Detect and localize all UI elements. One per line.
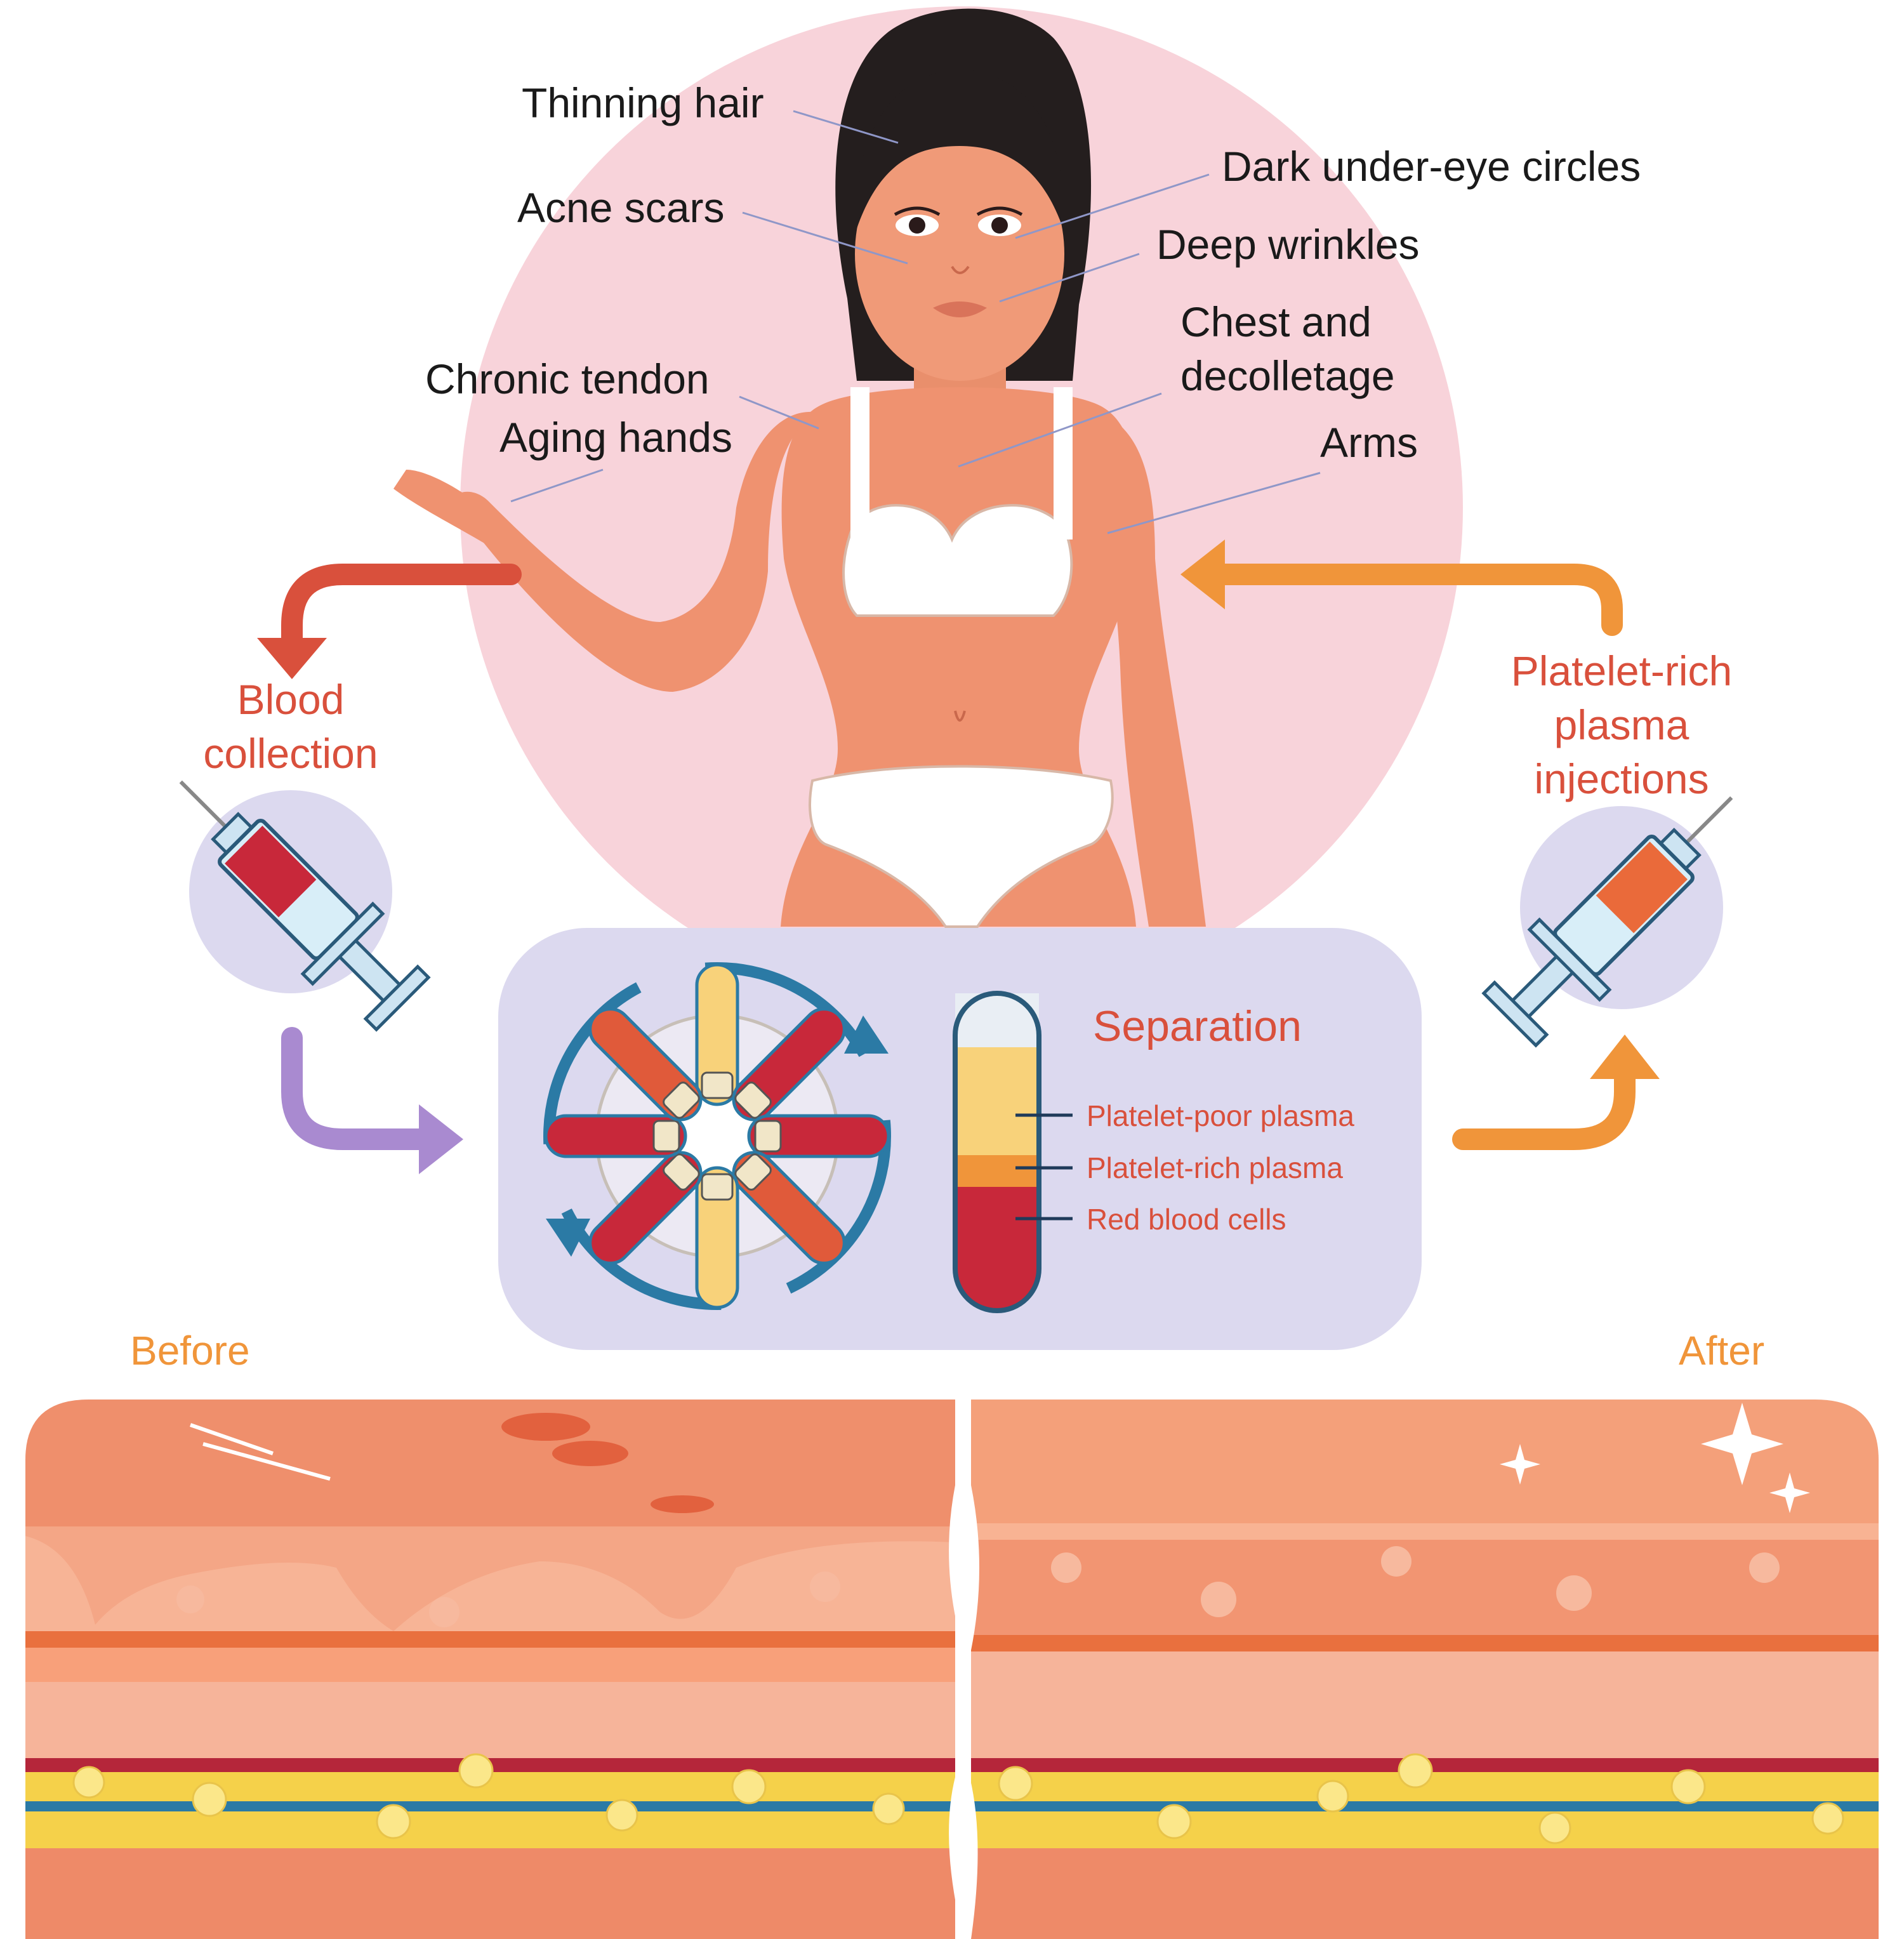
label-acne-scars: Acne scars xyxy=(517,184,724,231)
label-thinning-hair: Thinning hair xyxy=(522,79,764,126)
leader-acne-scars xyxy=(742,211,908,265)
leader-arms xyxy=(1107,472,1321,534)
label-dark-circles: Dark under-eye circles xyxy=(1222,143,1641,190)
leader-chronic-tendon xyxy=(739,395,819,430)
layer-label-ppp: Platelet-poor plasma xyxy=(1087,1099,1354,1132)
leader-dark-circles xyxy=(1015,173,1210,239)
separated-tube-icon xyxy=(953,991,1041,1313)
woman-figure xyxy=(393,8,1206,928)
step-blood-line1: Blood xyxy=(237,676,345,723)
label-chest-line2: decolletage xyxy=(1180,352,1395,399)
label-chronic-tendon: Chronic tendon xyxy=(425,355,710,402)
syringe-blood-icon xyxy=(179,780,431,1032)
leader-thinning-hair xyxy=(793,110,899,144)
leader-chest xyxy=(958,392,1162,468)
split-divider xyxy=(949,1400,979,1939)
centrifuge-tube xyxy=(732,1007,846,1122)
label-deep-wrinkles: Deep wrinkles xyxy=(1156,221,1420,268)
centrifuge-tube xyxy=(732,1151,846,1265)
centrifuge-tube xyxy=(747,1114,890,1158)
step-prp-line1: Platelet-rich xyxy=(1511,647,1732,694)
arrow-to-injection xyxy=(1452,1068,1636,1150)
leader-aging-hands xyxy=(510,468,604,503)
arrow-to-centrifuge xyxy=(281,1027,433,1150)
rotation-arrow-icon xyxy=(844,1016,889,1054)
rotation-arrow-icon xyxy=(546,1219,590,1257)
sparkle-icon xyxy=(1769,1472,1810,1513)
centrifuge-icon xyxy=(543,962,891,1310)
label-before: Before xyxy=(130,1328,250,1373)
label-arms: Arms xyxy=(1320,419,1418,466)
fat-cells xyxy=(72,1753,1844,1844)
step-prp-line2: plasma xyxy=(1554,701,1689,748)
centrifuge-tube xyxy=(544,1114,687,1158)
centrifuge-tube xyxy=(588,1151,703,1265)
separation-title: Separation xyxy=(1093,1002,1302,1050)
leader-deep-wrinkles xyxy=(999,253,1140,303)
layer-label-prp: Platelet-rich plasma xyxy=(1087,1151,1343,1184)
label-chest-line1: Chest and xyxy=(1180,298,1372,345)
label-after: After xyxy=(1679,1328,1764,1373)
skin-after-panel xyxy=(971,1400,1879,1939)
step-prp-line3: injections xyxy=(1534,755,1709,802)
centrifuge-tube xyxy=(695,963,739,1106)
centrifuge-tube xyxy=(588,1007,703,1122)
layer-label-rbc: Red blood cells xyxy=(1087,1203,1286,1236)
skin-before-panel xyxy=(25,1400,955,1939)
label-aging-hands: Aging hands xyxy=(499,414,732,461)
step-blood-line2: collection xyxy=(203,730,378,777)
arrow-to-woman xyxy=(1208,564,1623,636)
arrow-to-blood-collection xyxy=(281,564,522,652)
dermis-bubbles xyxy=(176,1546,1780,1627)
sparkle-icon xyxy=(1500,1444,1540,1485)
centrifuge-tube xyxy=(695,1166,739,1309)
syringe-injection-icon xyxy=(1481,796,1733,1048)
sparkle-icon xyxy=(1701,1403,1783,1485)
